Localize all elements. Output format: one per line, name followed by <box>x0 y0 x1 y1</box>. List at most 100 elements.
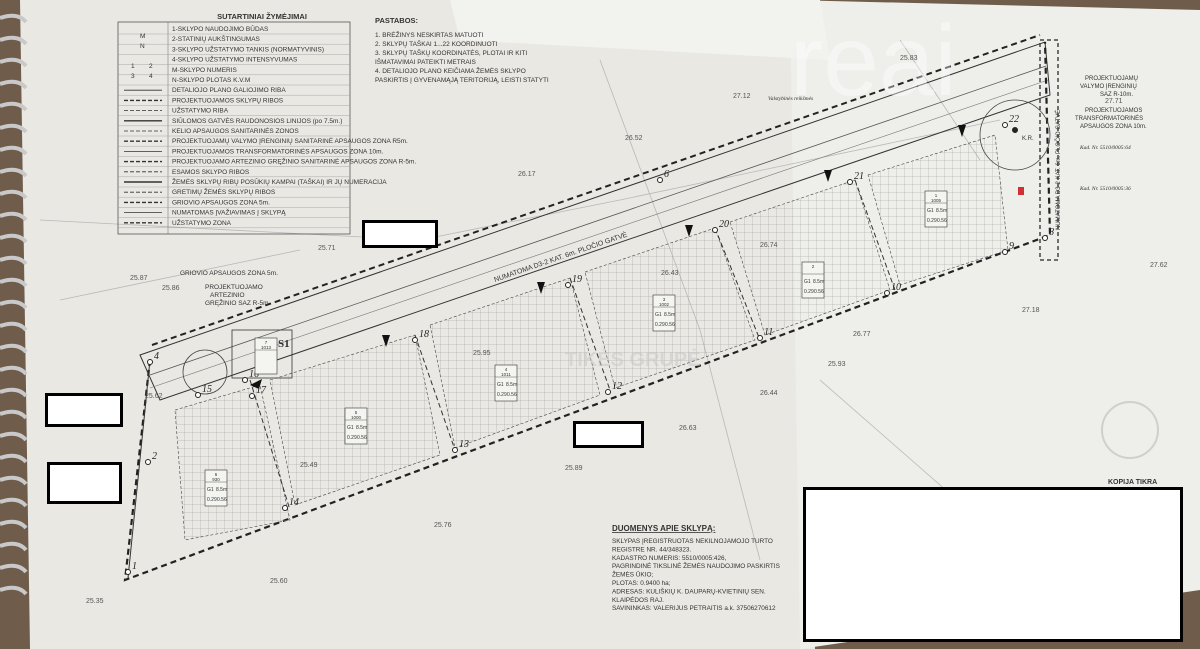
elevation-label: 25.60 <box>270 578 288 585</box>
plot-intensity: 0.56 <box>665 322 675 328</box>
plot-height: 8.5m <box>813 279 824 285</box>
legend-row: GRETIMŲ ŽEMĖS SKLYPŲ RIBOS <box>172 187 276 196</box>
plot-intensity: 0.56 <box>357 435 367 441</box>
legend-row: NUMATOMAS ĮVAŽIAVIMAS Į SKLYPĄ <box>172 208 286 217</box>
legend-row: 1-SKLYPO NAUDOJIMO BŪDAS <box>172 25 269 33</box>
point-marker <box>242 377 248 383</box>
point-number: 18 <box>419 329 429 340</box>
elevation-labels: 25.8725.8625.6225.7126.1726.5227.1227.18… <box>86 55 1168 605</box>
point-marker <box>282 505 288 511</box>
plan-sheet-right <box>790 0 1200 649</box>
plot-number: 7 <box>265 340 268 345</box>
point-marker <box>195 392 201 398</box>
road-name: Valstybinės reikšmės <box>768 96 813 102</box>
elevation-label: 27.71 <box>1105 98 1123 105</box>
plot-number: 5 <box>355 410 358 415</box>
artesian-label-1: PROJEKTUOJAMO <box>205 284 263 291</box>
plot-2-zone <box>729 179 891 336</box>
point-marker <box>565 282 571 288</box>
point-marker <box>412 337 418 343</box>
elevation-label: 25.71 <box>318 245 336 252</box>
redaction-box-1 <box>362 220 438 248</box>
plot-data-line: KLAIPĖDOS RAJ. <box>612 595 664 604</box>
plot-height: 8.5m <box>664 312 675 318</box>
cadastral-a: Kad. Nr. 5510/0005:64 <box>1079 144 1131 151</box>
elevation-label: 26.63 <box>679 425 697 432</box>
elevation-label: 25.86 <box>162 285 180 292</box>
legend-frame <box>117 21 351 235</box>
plot-area: 1013 <box>261 345 272 350</box>
plot-intensity: 0.56 <box>217 497 227 503</box>
elevation-label: 25.93 <box>828 361 846 368</box>
point-number: 10 <box>891 282 901 293</box>
point-number: 20 <box>719 219 729 230</box>
elevation-label: 26.77 <box>853 331 871 338</box>
stamp-circle <box>1101 401 1159 459</box>
plot-height: 8.5m <box>216 487 227 493</box>
transformer-label-2: TRANSFORMATORINĖS <box>1075 115 1143 122</box>
treatment-label-1: PROJEKTUOJAMŲ <box>1085 76 1138 82</box>
plot-density: 0.29 <box>207 497 217 503</box>
legend-row: 3-SKLYPO UŽSTATYMO TANKIS (NORMATYVINIS) <box>172 44 324 53</box>
plot-data-line: ŽEMĖS ŪKIO; <box>612 570 653 579</box>
point-number: 21 <box>854 171 864 182</box>
plan-sheet-fold <box>450 0 830 60</box>
transformer-zone <box>979 99 1051 171</box>
note-line: 2. SKLYPŲ TAŠKAI 1...22 KOORDINUOTI <box>375 39 498 48</box>
point-marker <box>1002 249 1008 255</box>
point-marker <box>145 459 151 465</box>
point-number: 11 <box>764 327 773 338</box>
legend-row: KELIO APSAUGOS SANITARINĖS ZONOS <box>172 126 299 135</box>
note-line: PASKIRTIS Į GYVENAMĄJĄ TERITORIJĄ, LEIST… <box>375 77 549 84</box>
redaction-box-3 <box>47 462 122 504</box>
point-number: 15 <box>202 384 212 395</box>
point-number: 6 <box>664 169 669 180</box>
legend-code: N <box>140 43 145 50</box>
plot-area: 1000 <box>351 415 362 420</box>
plot-intensity: 0.56 <box>814 289 824 295</box>
point-marker <box>452 447 458 453</box>
point-marker <box>757 335 763 341</box>
transformer-label-3: APSAUGOS ZONA 10m. <box>1080 124 1147 130</box>
watermark-top: reai <box>790 5 957 117</box>
plot-data-line: SKLYPAS ĮREGISTRUOTAS NEKILNOJAMOJO TURT… <box>612 538 773 545</box>
elevation-label: 26.52 <box>625 135 643 142</box>
plot-density: 0.29 <box>804 289 814 295</box>
map-labels: GRIOVIO APSAUGOS ZONA 5m. PROJEKTUOJAMO … <box>180 76 1147 350</box>
artesian-label-2: ARTEZINIO <box>210 292 245 299</box>
legend-row: UŽSTATYMO RIBA <box>172 106 229 115</box>
point-marker <box>712 227 718 233</box>
notes-block: PASTABOS: 1. BRĖŽINYS NESKIRTAS MATUOTI2… <box>375 16 549 84</box>
legend-row: 4-SKLYPO UŽSTATYMO INTENSYVUMAS <box>172 55 298 64</box>
elevation-label: 25.49 <box>300 462 318 469</box>
elevation-label: 25.95 <box>473 350 491 357</box>
point-number: 9 <box>1009 241 1014 252</box>
plot-height: 8.5m <box>936 208 947 214</box>
plot-number: 2 <box>812 264 815 269</box>
elevation-label: 25.62 <box>145 393 163 400</box>
legend-code: M <box>140 33 145 40</box>
legend-row: PROJEKTUOJAMŲ VALYMO ĮRENGINIŲ SANITARIN… <box>172 136 408 145</box>
street-label-vertical: NUMATOMA D3-2 KAT. 6m. PLOČIO GATVĖ <box>1055 110 1062 230</box>
plot-height: 8.5m <box>506 382 517 388</box>
elevation-label: 25.89 <box>565 465 583 472</box>
legend-row: SIŪLOMOS GATVĖS RAUDONOSIOS LINIJOS (po … <box>172 116 342 125</box>
legend-row: M-SKLYPO NUMERIS <box>172 67 238 74</box>
legend-code: 1 <box>131 63 135 70</box>
point-number: 13 <box>459 439 469 450</box>
legend-row: PROJEKTUOJAMOS SKLYPŲ RIBOS <box>172 97 284 104</box>
plot-data-line: PLOTAS: 0.9400 ha; <box>612 580 671 587</box>
point-number: 12 <box>612 381 622 392</box>
plot-height: 8.5m <box>356 425 367 431</box>
elevation-label: 27.12 <box>733 93 751 100</box>
ditch-zone-label: GRIOVIO APSAUGOS ZONA 5m. <box>180 270 278 277</box>
point-number: 14 <box>289 497 299 508</box>
elevation-label: 25.83 <box>900 55 918 62</box>
plot-area: 1002 <box>659 302 670 307</box>
point-number: 8 <box>1049 227 1054 238</box>
